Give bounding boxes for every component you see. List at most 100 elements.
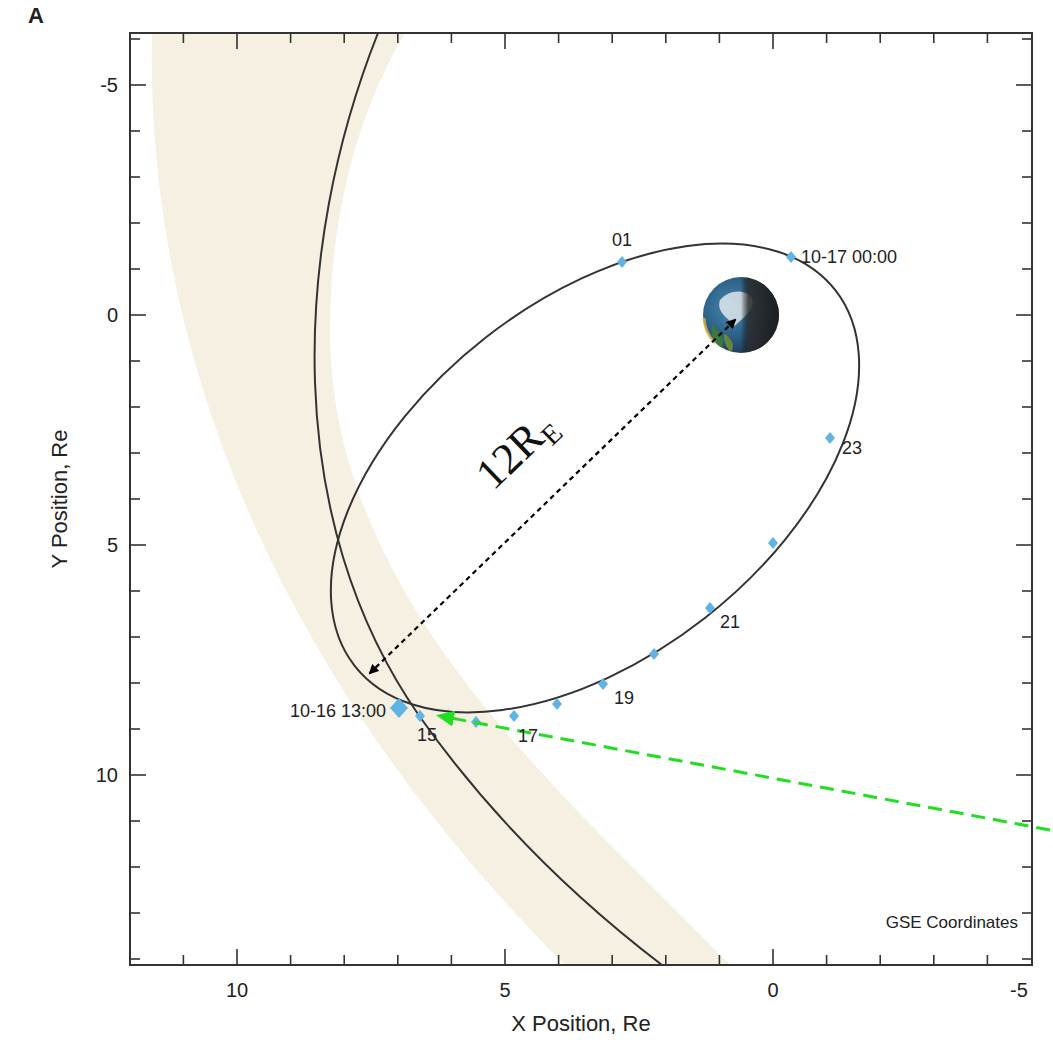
axis-tick — [1016, 774, 1032, 776]
axis-tick — [1022, 360, 1032, 362]
axis-tick — [130, 774, 146, 776]
axis-tick — [772, 33, 774, 49]
axis-tick — [130, 314, 146, 316]
axis-tick — [1022, 682, 1032, 684]
axis-tick — [130, 130, 140, 132]
solar-wind-arrow — [440, 716, 1050, 830]
frame-note: GSE Coordinates — [886, 914, 1018, 931]
axis-tick — [236, 949, 238, 965]
axis-tick — [130, 728, 140, 730]
axis-ticks — [130, 33, 1032, 965]
axis-tick — [130, 544, 146, 546]
axis-tick — [397, 955, 399, 965]
axis-tick — [1016, 314, 1032, 316]
time-label: 17 — [518, 727, 538, 745]
axis-tick — [236, 33, 238, 49]
tick-label: 5 — [107, 535, 118, 555]
axis-tick — [772, 949, 774, 965]
axis-tick — [1016, 84, 1032, 86]
axis-tick — [130, 268, 140, 270]
axis-tick — [1022, 130, 1032, 132]
axis-tick — [826, 33, 828, 43]
distance-label: 12RE — [468, 403, 567, 501]
magnetosheath-band — [152, 33, 730, 965]
axis-tick — [1022, 866, 1032, 868]
orbit-ellipse — [245, 150, 945, 806]
distance-arrow — [370, 320, 735, 673]
tick-label: 10 — [96, 765, 118, 785]
axis-tick — [1022, 820, 1032, 822]
axis-tick — [183, 33, 185, 43]
axis-title: Y Position, Re — [49, 429, 71, 568]
axis-tick — [719, 33, 721, 43]
time-label: 10-16 13:00 — [290, 702, 386, 720]
axis-tick — [933, 955, 935, 965]
axis-tick — [879, 955, 881, 965]
tick-label: 0 — [107, 305, 118, 325]
axis-tick — [130, 682, 140, 684]
axis-tick — [826, 955, 828, 965]
tick-label: -5 — [1010, 980, 1028, 1000]
axis-tick — [665, 955, 667, 965]
axis-tick — [1022, 406, 1032, 408]
axis-tick — [130, 222, 140, 224]
axis-tick — [130, 360, 140, 362]
panel-letter: A — [28, 5, 44, 27]
axis-tick — [130, 958, 140, 960]
time-label: 10-17 00:00 — [801, 248, 897, 266]
axis-tick — [1022, 636, 1032, 638]
axis-tick — [611, 955, 613, 965]
axis-tick — [558, 955, 560, 965]
axis-tick — [130, 38, 140, 40]
tick-label: -5 — [100, 75, 118, 95]
axis-tick — [130, 636, 140, 638]
bow-shock-curve — [315, 33, 662, 965]
axis-tick — [611, 33, 613, 43]
axis-tick — [719, 955, 721, 965]
axis-tick — [130, 590, 140, 592]
time-label: 23 — [842, 439, 862, 457]
time-label: 19 — [614, 689, 634, 707]
axis-tick — [130, 498, 140, 500]
axis-tick — [130, 866, 140, 868]
axis-tick — [343, 955, 345, 965]
time-label: 15 — [417, 726, 437, 744]
axis-tick — [130, 406, 140, 408]
axis-tick — [665, 33, 667, 43]
axis-tick — [451, 33, 453, 43]
plot-frame — [130, 33, 1032, 965]
axis-tick — [451, 955, 453, 965]
axis-tick — [504, 33, 506, 49]
orbit-markers — [390, 251, 835, 728]
axis-tick — [1022, 590, 1032, 592]
axis-tick — [558, 33, 560, 43]
axis-tick — [1022, 912, 1032, 914]
earth — [703, 277, 779, 353]
axis-tick — [183, 955, 185, 965]
axis-tick — [130, 912, 140, 914]
axis-title: X Position, Re — [511, 1013, 650, 1035]
axis-tick — [397, 33, 399, 43]
axis-tick — [1016, 544, 1032, 546]
axis-tick — [987, 33, 989, 43]
axis-tick — [933, 33, 935, 43]
axis-tick — [130, 176, 140, 178]
axis-tick — [879, 33, 881, 43]
axis-tick — [130, 820, 140, 822]
axis-tick — [504, 949, 506, 965]
tick-label: 5 — [499, 980, 510, 1000]
axis-tick — [1022, 38, 1032, 40]
tick-label: 0 — [767, 980, 778, 1000]
time-label: 21 — [720, 613, 740, 631]
axis-tick — [1022, 222, 1032, 224]
axis-tick — [130, 84, 146, 86]
axis-tick — [290, 955, 292, 965]
tick-label: 10 — [226, 980, 248, 1000]
axis-tick — [1022, 728, 1032, 730]
axis-tick — [1022, 498, 1032, 500]
axis-tick — [343, 33, 345, 43]
axis-tick — [1022, 958, 1032, 960]
axis-tick — [1022, 452, 1032, 454]
axis-tick — [1022, 268, 1032, 270]
